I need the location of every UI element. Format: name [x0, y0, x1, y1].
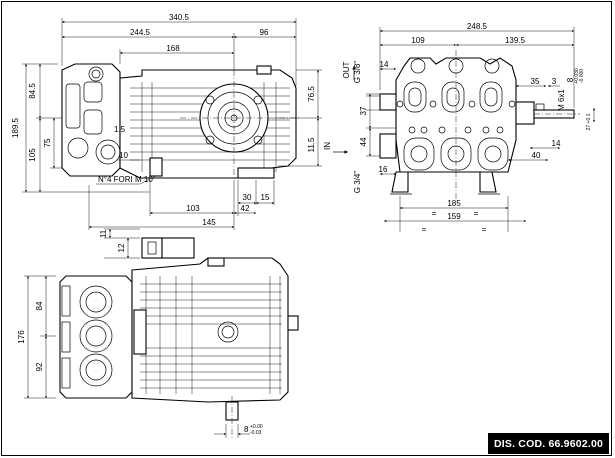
inlet-label: IN: [323, 142, 332, 150]
tol-key-lower: -0.000: [579, 69, 585, 83]
eq-mark-1: =: [432, 209, 437, 218]
dim-14-right: 14: [552, 139, 561, 148]
dim-length-96: 96: [260, 28, 269, 37]
dim-12: 12: [117, 243, 126, 252]
dim-145: 145: [202, 218, 216, 227]
top-fins: [140, 276, 282, 394]
dim-length-168: 168: [166, 44, 180, 53]
end-valve-1: [403, 81, 427, 113]
eq-mark-3: =: [422, 225, 427, 234]
dim-40: 40: [532, 151, 541, 160]
dim-30: 30: [243, 193, 252, 202]
thread-m6: M 6x1: [557, 89, 566, 111]
dim-width-84: 84: [35, 301, 44, 310]
key-width: 8: [244, 425, 249, 434]
key-tol-lower: -0.03: [250, 430, 262, 436]
top-cap: [217, 321, 239, 343]
end-view: 248.5 109 139.5 14 OUT G 3/8" IN G 3/4" …: [323, 22, 596, 234]
dim-37: 37: [359, 106, 368, 115]
side-view: 340.5 244.5 96 168 189.5 84.5 105 75 1.5…: [11, 13, 322, 230]
dim-185: 185: [447, 199, 461, 208]
dim-height-75: 75: [43, 138, 52, 147]
dim-height-76: 76.5: [307, 86, 316, 102]
side-foot-left: [149, 157, 163, 177]
outlet-label: OUT: [342, 61, 351, 78]
dim-width-248: 248.5: [467, 22, 488, 31]
dim-height-84: 84.5: [28, 83, 37, 99]
dim-42: 42: [241, 204, 250, 213]
eq-mark-4: =: [482, 225, 487, 234]
key-tol-upper: +0.00: [250, 424, 263, 430]
top-port-3: [79, 353, 113, 387]
top-plate: [133, 309, 147, 355]
end-foot-right: [479, 171, 497, 193]
side-manifold: [61, 63, 121, 177]
top-crankcase: [131, 257, 289, 403]
dim-35: 35: [531, 77, 540, 86]
shaft-dim: 27 +0.1: [586, 113, 592, 130]
dim-length-244: 244.5: [130, 28, 151, 37]
dim-width-92: 92: [35, 362, 44, 371]
dim-height-105: 105: [28, 148, 37, 162]
foot-detail: 11 12: [99, 228, 195, 259]
drawing-code-label: DIS. COD. 66.9602.00: [488, 433, 609, 454]
dim-15: 15: [261, 193, 270, 202]
dim-14-top: 14: [380, 60, 389, 69]
side-plug: [88, 66, 104, 82]
dim-height-11: 11.5: [307, 137, 316, 153]
oil-cap: [256, 65, 272, 75]
dim-11: 11: [99, 229, 108, 238]
holes-note: N°4 FORI M 10: [98, 175, 153, 184]
dim-width-139: 139.5: [505, 36, 526, 45]
side-foot-right: [237, 167, 275, 179]
end-shaft-housing: [515, 101, 535, 125]
top-port-1: [79, 285, 113, 319]
top-view: 176 84 92 8 +0.00 -0.03: [17, 257, 299, 440]
dim-width-176: 176: [17, 330, 26, 344]
dim-overall-length: 340.5: [169, 13, 190, 22]
eq-mark-2: =: [474, 209, 479, 218]
top-port-2: [79, 319, 113, 353]
outlet-thread: G 3/8": [353, 61, 362, 84]
dim-103: 103: [186, 204, 200, 213]
dim-16: 16: [379, 165, 388, 174]
tol-key: 8: [566, 77, 575, 82]
dim-44: 44: [359, 137, 368, 146]
end-body: [395, 57, 517, 173]
end-foot-left: [391, 171, 409, 193]
tol-key-upper: +0.030: [574, 68, 580, 84]
dim-159: 159: [447, 212, 461, 221]
dim-height-189: 189.5: [11, 117, 20, 138]
top-manifold: [59, 275, 133, 399]
side-inlet-port: [67, 137, 89, 159]
dim-width-109: 109: [411, 36, 425, 45]
dim-10: 10: [119, 151, 128, 160]
inlet-thread: G 3/4": [353, 171, 362, 194]
dim-3: 3: [552, 77, 557, 86]
